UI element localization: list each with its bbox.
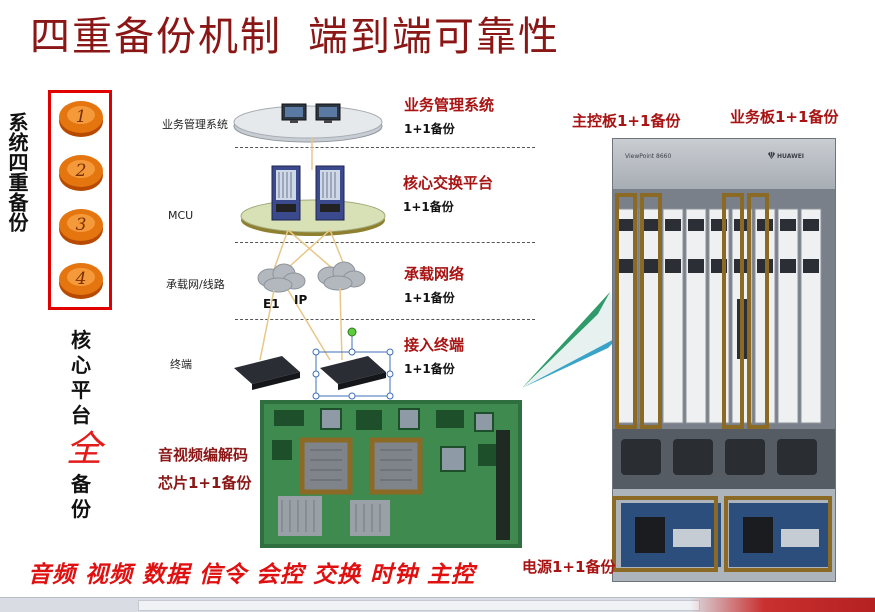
codec-circuit-board <box>260 400 522 548</box>
backup-title-network: 承载网络 <box>404 265 465 283</box>
full-char: 全 <box>66 429 103 470</box>
svg-text:3: 3 <box>76 215 87 235</box>
backup-sub-terminal: 1+1备份 <box>404 362 455 376</box>
power-highlight-2 <box>724 496 832 572</box>
badge-1-icon: 1 <box>59 101 103 137</box>
server-icon <box>271 165 301 221</box>
layer-label-network: 承载网/线路 <box>166 278 225 291</box>
title-part2: 端到端可靠性 <box>308 14 560 60</box>
ip-label: IP <box>294 293 308 307</box>
main-board-highlight-1 <box>615 193 637 429</box>
svg-text:1: 1 <box>76 107 87 127</box>
strip-segment <box>138 600 700 611</box>
huawei-logo: HUAWEI <box>777 153 805 160</box>
service-board-label: 业务板1+1备份 <box>730 108 839 126</box>
backup-sub-network: 1+1备份 <box>404 291 455 305</box>
divider <box>235 147 535 148</box>
system-backup-label: 系统四重备份 <box>5 112 29 232</box>
backup-title-terminal: 接入终端 <box>404 336 465 354</box>
chassis-model: ViewPoint 8660 <box>625 153 672 160</box>
main-board-label: 主控板1+1备份 <box>572 112 681 130</box>
cloud-icon <box>317 261 366 291</box>
fan-tray <box>613 429 835 489</box>
cloud-icon <box>257 263 306 293</box>
chassis-header: ViewPoint 8660 HUAWEI <box>613 139 835 189</box>
badge-4-icon: 4 <box>59 263 103 299</box>
page-title: 四重备份机制端到端可靠性 <box>30 4 560 62</box>
service-board-highlight-2 <box>747 193 769 429</box>
power-highlight-1 <box>612 496 718 572</box>
badge-frame: 1 2 3 4 <box>48 90 112 310</box>
svg-text:2: 2 <box>75 161 87 181</box>
backup-title-core: 核心交换平台 <box>403 174 494 192</box>
bottom-strip <box>0 597 875 612</box>
title-part1: 四重备份机制 <box>30 14 282 60</box>
pc-icon <box>315 103 341 123</box>
e1-label: E1 <box>263 297 280 311</box>
main-board-highlight-2 <box>640 193 662 429</box>
badge-3-icon: 3 <box>59 209 103 245</box>
divider <box>235 242 535 243</box>
bottom-keywords: 音频 视频 数据 信令 会控 交换 时钟 主控 <box>28 561 476 588</box>
backup-sub-management: 1+1备份 <box>404 122 455 136</box>
power-label: 电源1+1备份 <box>522 558 616 576</box>
core-platform-label: 核 心 平 台 全 备 份 <box>66 328 103 521</box>
pc-icon <box>281 103 307 123</box>
service-board-highlight-1 <box>722 193 744 429</box>
huawei-logo-icon <box>767 151 776 160</box>
terminal-icon <box>320 356 386 390</box>
svg-text:4: 4 <box>75 269 87 289</box>
layer-label-terminal: 终端 <box>170 358 192 371</box>
backup-sub-core: 1+1备份 <box>403 200 454 214</box>
codec-label-line2: 芯片1+1备份 <box>158 474 252 492</box>
layer-label-mcu: MCU <box>168 209 194 222</box>
codec-label-line1: 音视频编解码 <box>158 446 249 464</box>
divider <box>235 319 535 320</box>
strip-accent <box>690 598 875 612</box>
layer-label-management: 业务管理系统 <box>162 118 228 131</box>
server-icon <box>315 165 345 221</box>
backup-title-management: 业务管理系统 <box>404 96 495 114</box>
terminal-icon <box>234 356 300 390</box>
zoom-arrow-icon <box>522 292 620 388</box>
network-topology-diagram <box>233 103 394 400</box>
badge-2-icon: 2 <box>59 155 103 191</box>
